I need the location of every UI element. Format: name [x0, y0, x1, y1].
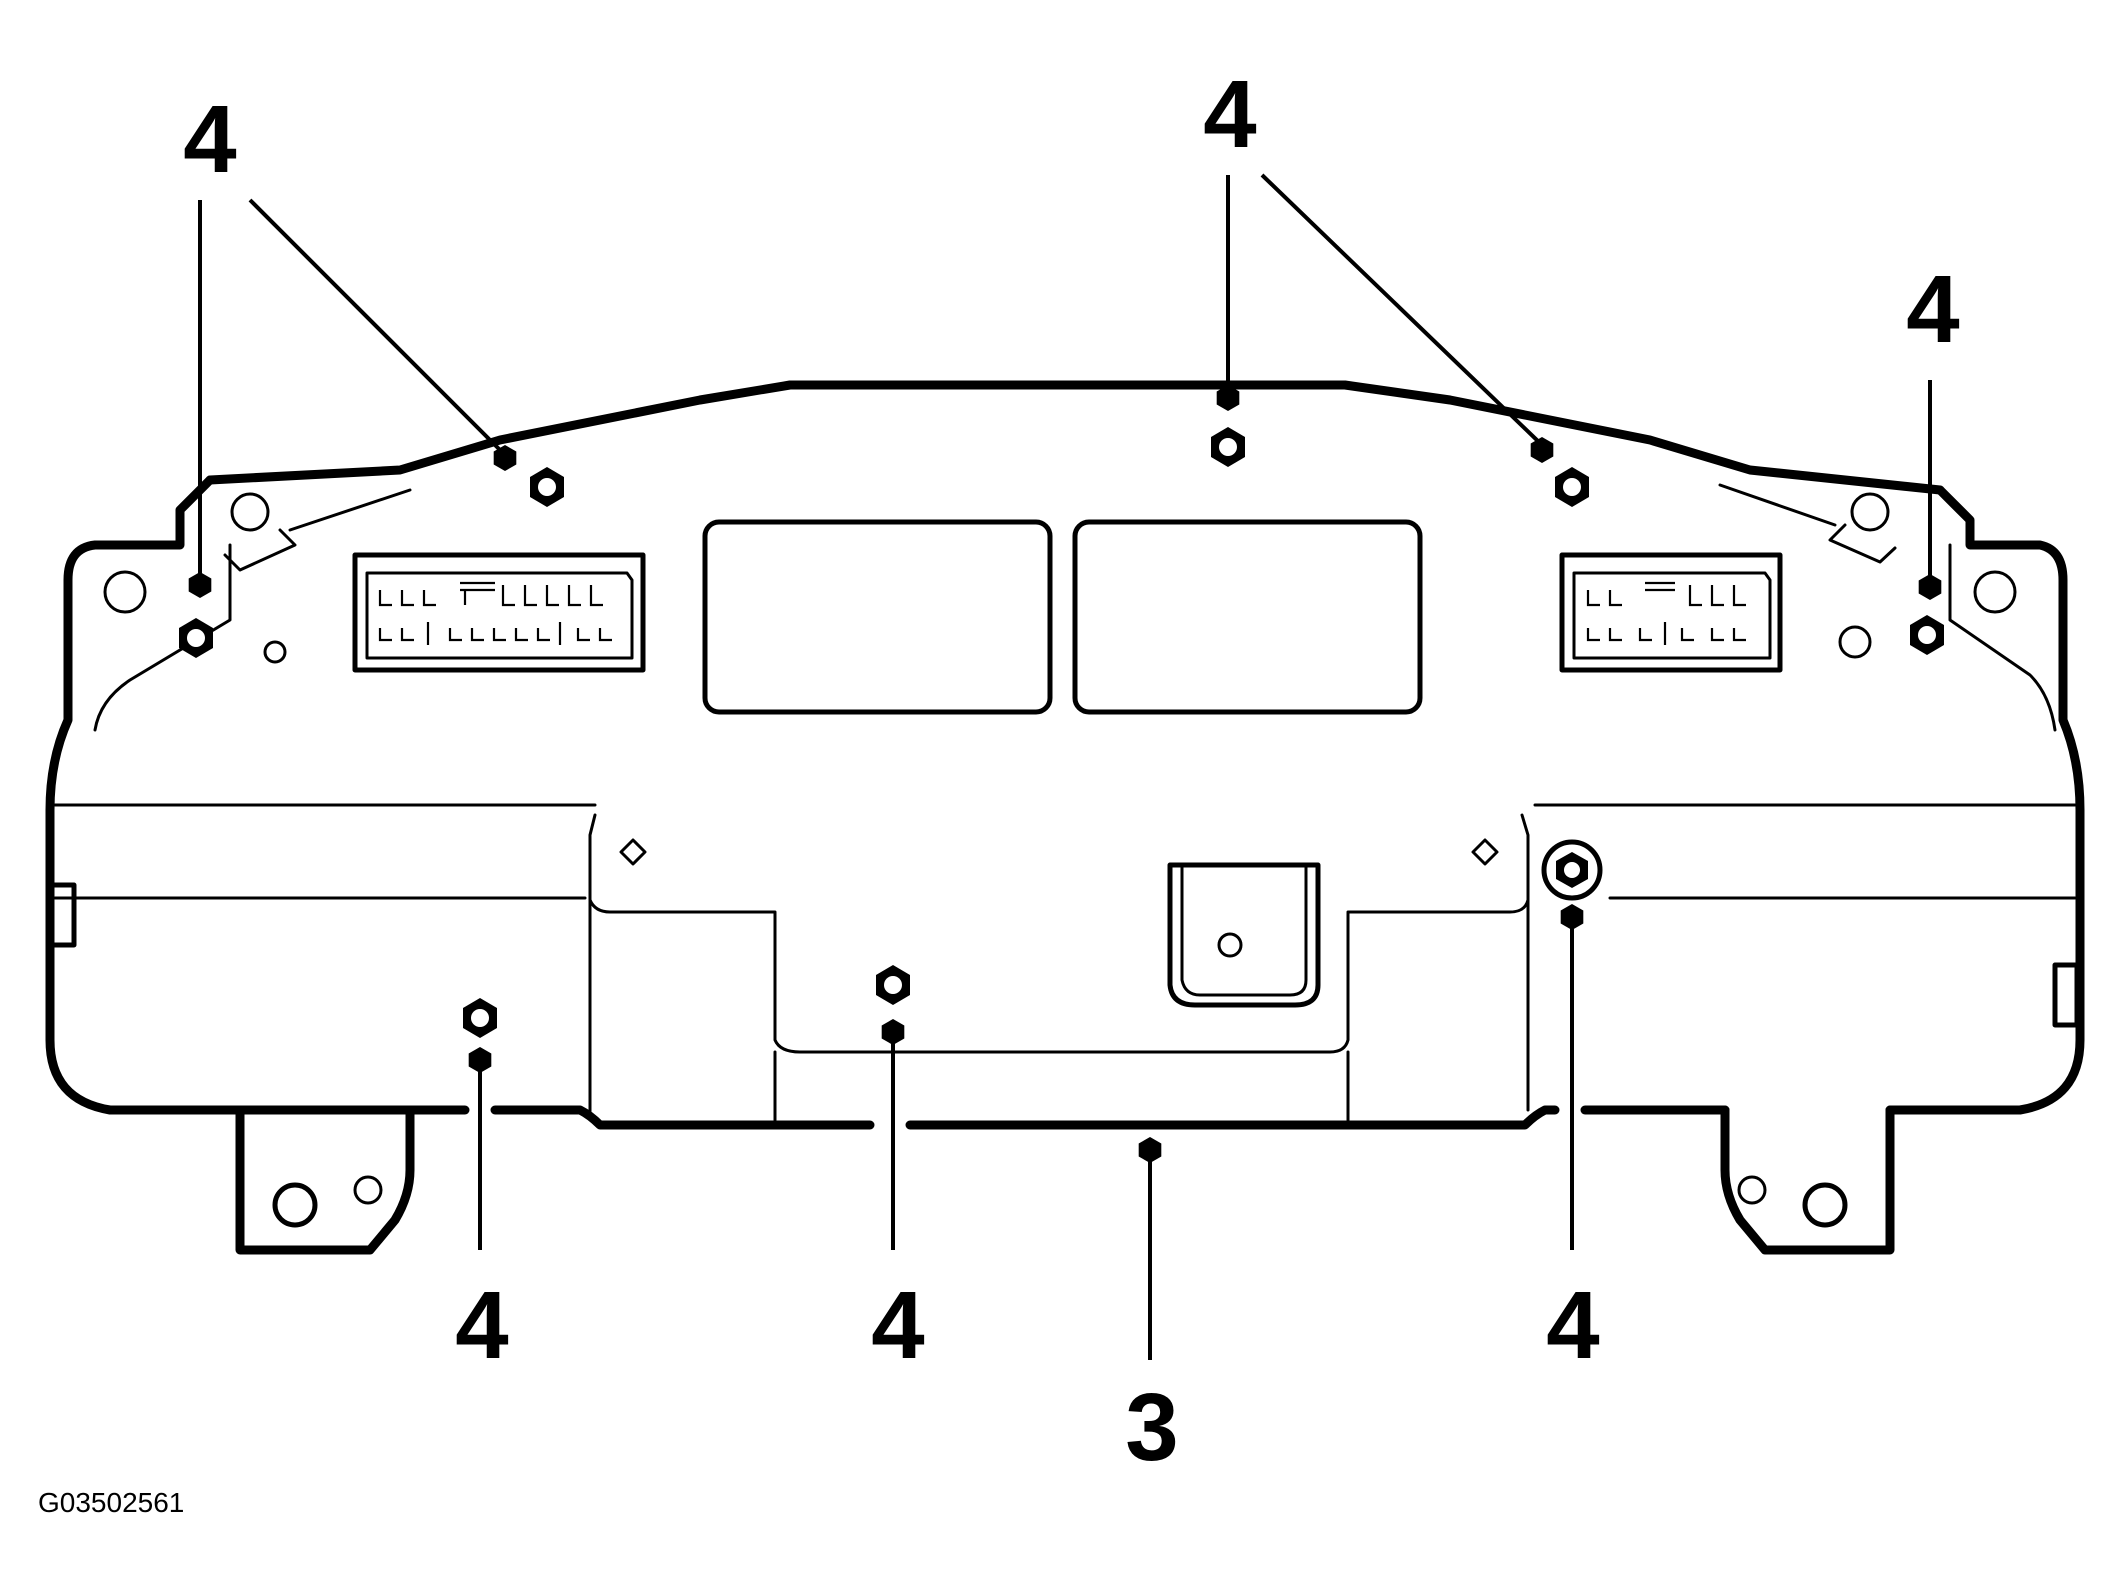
callout-number: 4	[1546, 1272, 1599, 1379]
screw-icon	[1910, 615, 1944, 655]
callout-4-1: 4	[183, 86, 517, 598]
screw-icon	[463, 998, 497, 1038]
callout-4-6: 4	[1546, 904, 1600, 1379]
right-connector	[1559, 552, 1783, 673]
callout-4-3: 4	[1906, 256, 1960, 600]
screw-icon	[179, 618, 213, 658]
callout-number: 4	[183, 86, 236, 193]
cluster-inner-panels	[53, 483, 2077, 1122]
leader-endpoint	[188, 572, 212, 598]
cluster-housing	[45, 380, 2085, 1255]
screw-icon	[530, 467, 564, 507]
leader-line	[248, 198, 507, 457]
left-connector	[352, 552, 646, 673]
leader-line	[1260, 173, 1544, 447]
leader-endpoint	[1138, 1137, 1162, 1163]
callout-group: 4 4 4 4 4 4 3	[183, 61, 1959, 1481]
callout-4-5: 4	[871, 1019, 925, 1379]
leader-endpoint	[468, 1047, 492, 1073]
callout-4-4: 4	[455, 1047, 509, 1379]
leader-endpoint	[1530, 437, 1554, 463]
screw-icon	[1555, 467, 1589, 507]
screw-icon	[876, 965, 910, 1005]
callout-number: 4	[1203, 61, 1256, 168]
leader-endpoint	[493, 445, 517, 471]
screw-icon	[1211, 427, 1245, 467]
leader-endpoint	[1216, 385, 1240, 411]
leader-endpoint	[1560, 904, 1584, 930]
figure-id: G03502561	[38, 1487, 184, 1518]
callout-number: 3	[1125, 1374, 1178, 1481]
callout-4-2: 4	[1203, 61, 1554, 463]
callout-number: 4	[455, 1272, 508, 1379]
screw-set	[179, 427, 1944, 1038]
screw-icon	[1541, 839, 1603, 901]
leader-endpoint	[1918, 574, 1942, 600]
callout-number: 4	[871, 1272, 924, 1379]
leader-endpoint	[881, 1019, 905, 1045]
callout-3-7: 3	[1125, 1137, 1179, 1481]
callout-number: 4	[1906, 256, 1959, 363]
